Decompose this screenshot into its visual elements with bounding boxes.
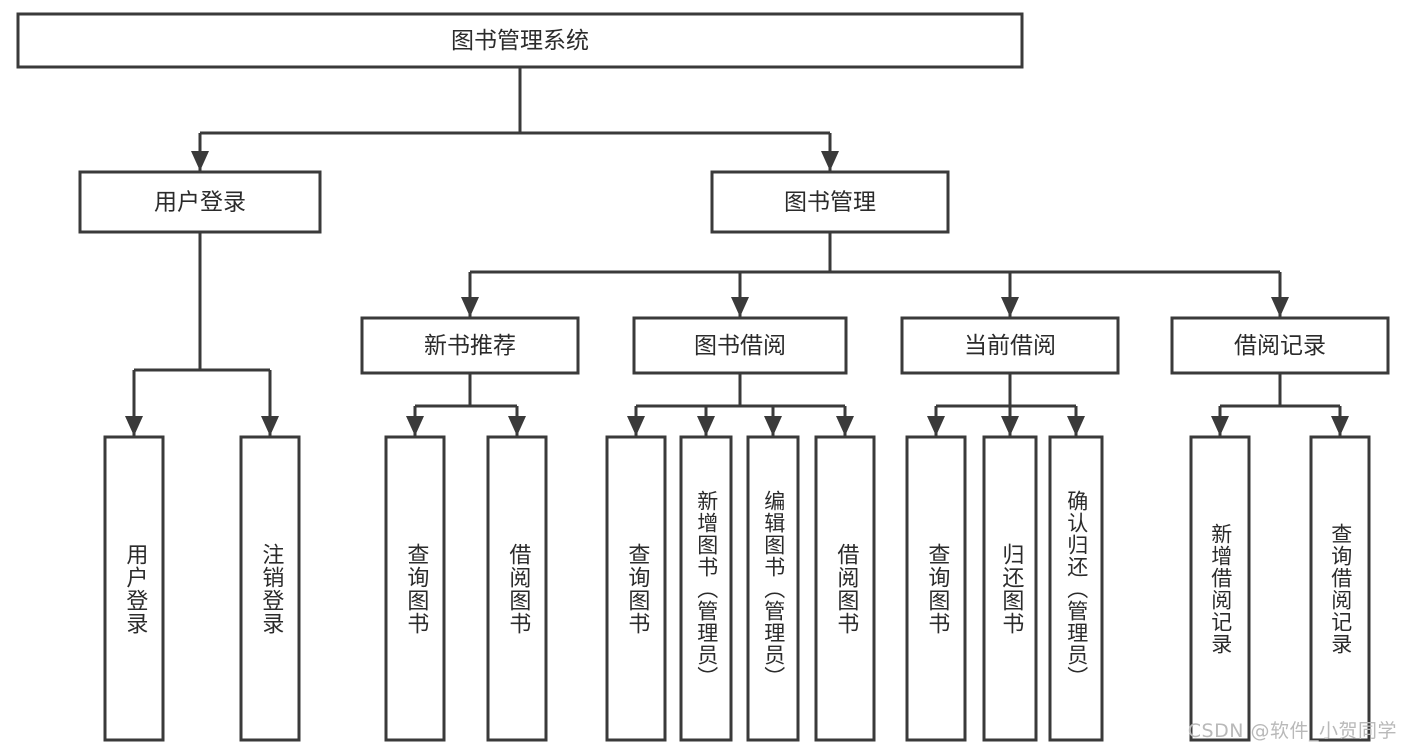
node-label-borrow-record: 借阅记录 [1234,333,1326,359]
arrow-head-icon-leaf-query-book-3 [927,416,945,436]
arrow-head-icon-new-book-rec [461,297,479,317]
watermark: CSDN @软件_小贺同学 [1187,720,1397,742]
arrow-head-icon-leaf-add-book [697,416,715,436]
arrow-head-icon-book-borrow [731,297,749,317]
leaf-leaf-borrow-book-1[interactable] [486,435,548,742]
node-borrow-record[interactable] [1170,316,1390,375]
arrow-head-icon-book-manage [821,151,839,171]
leaf-leaf-add-book[interactable] [679,435,733,742]
leaf-leaf-borrow-book-2[interactable] [814,435,876,742]
arrow-head-icon-borrow-record [1271,297,1289,317]
leaf-leaf-user-login[interactable] [103,435,165,742]
node-label-current-borrow: 当前借阅 [964,333,1056,359]
arrow-head-icon-leaf-query-record [1331,416,1349,436]
node-book-manage[interactable] [710,170,950,234]
leaf-leaf-query-book-1[interactable] [384,435,446,742]
node-label-root: 图书管理系统 [451,28,589,54]
box-layer [16,12,1390,742]
arrow-head-icon-user-login [191,151,209,171]
arrow-head-icon-leaf-query-book-1 [406,416,424,436]
leaf-leaf-logout[interactable] [239,435,301,742]
node-label-user-login: 用户登录 [154,190,246,216]
leaf-leaf-return-book[interactable] [982,435,1038,742]
arrow-head-icon-leaf-confirm-return [1067,416,1085,436]
node-user-login[interactable] [78,170,322,234]
node-root[interactable] [16,12,1024,69]
leaf-leaf-query-book-3[interactable] [905,435,967,742]
arrow-head-icon-leaf-return-book [1001,416,1019,436]
node-label-book-borrow: 图书借阅 [694,333,786,359]
leaf-leaf-add-record[interactable] [1189,435,1251,742]
leaf-leaf-query-book-2[interactable] [605,435,667,742]
connector-layer [125,67,1349,436]
arrow-head-icon-leaf-borrow-book-2 [836,416,854,436]
leaf-leaf-edit-book[interactable] [746,435,800,742]
arrow-head-icon-leaf-add-record [1211,416,1229,436]
arrow-head-icon-leaf-logout [261,416,279,436]
arrow-head-icon-leaf-edit-book [764,416,782,436]
leaf-leaf-confirm-return[interactable] [1048,435,1104,742]
arrow-head-icon-leaf-borrow-book-1 [508,416,526,436]
node-new-book-rec[interactable] [360,316,580,375]
arrow-head-icon-leaf-user-login [125,416,143,436]
node-label-new-book-rec: 新书推荐 [424,333,516,359]
arrow-head-icon-current-borrow [1001,297,1019,317]
leaf-leaf-query-record[interactable] [1309,435,1371,742]
node-current-borrow[interactable] [900,316,1120,375]
node-book-borrow[interactable] [632,316,848,375]
arrow-head-icon-leaf-query-book-2 [627,416,645,436]
node-label-book-manage: 图书管理 [784,190,876,216]
